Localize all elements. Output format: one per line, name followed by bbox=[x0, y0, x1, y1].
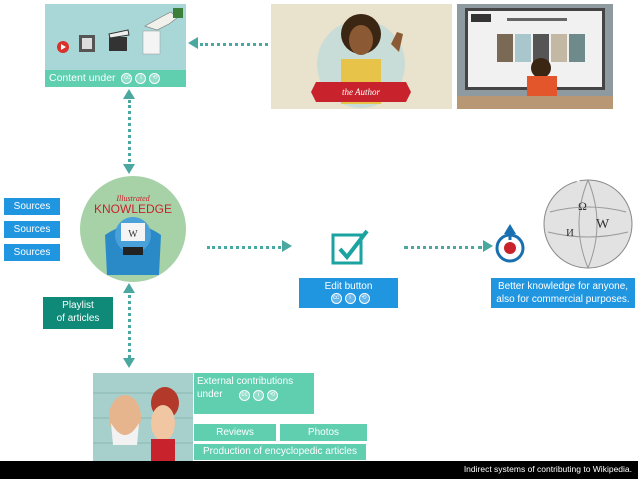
arrow-content-knowledge bbox=[128, 100, 131, 162]
wikipedia-w-icon: W bbox=[128, 229, 138, 240]
production-label: Production of encyclopedic articles bbox=[194, 444, 366, 460]
attribution-icon: i bbox=[135, 72, 147, 84]
sources-label-1: Sources bbox=[4, 198, 60, 215]
attribution-icon: i bbox=[344, 293, 356, 304]
sources-label-2: Sources bbox=[4, 221, 60, 238]
wikipedia-globe-icon: Ω W И bbox=[543, 174, 633, 269]
svg-text:И: И bbox=[566, 227, 574, 239]
media-illustration bbox=[57, 8, 183, 55]
footer-caption: Indirect systems of contributing to Wiki… bbox=[463, 464, 632, 474]
arrow-edit-to-commons bbox=[404, 246, 482, 249]
share-alike-icon: ⟲ bbox=[149, 72, 161, 84]
arrowhead-up bbox=[123, 89, 135, 99]
svg-text:W: W bbox=[596, 217, 610, 232]
arrowhead-down bbox=[123, 164, 135, 174]
knowledge-subtitle: Illustrated bbox=[115, 194, 150, 203]
photos-label: Photos bbox=[280, 424, 367, 441]
share-alike-icon: ⟲ bbox=[267, 389, 278, 401]
screen-panel bbox=[457, 4, 613, 109]
clapper-icon bbox=[109, 37, 127, 51]
arrowhead-left bbox=[188, 37, 198, 49]
arrow-knowledge-to-edit bbox=[207, 246, 281, 249]
creative-commons-icon: cc bbox=[330, 293, 342, 304]
attribution-icon: i bbox=[253, 389, 264, 401]
edit-button-label: Edit button bbox=[324, 281, 373, 292]
content-under-text: Content under bbox=[49, 72, 116, 84]
arrowhead-up-2 bbox=[123, 283, 135, 293]
footer-bar: Indirect systems of contributing to Wiki… bbox=[0, 461, 638, 479]
sources-label-3: Sources bbox=[4, 244, 60, 261]
external-text: External contributions under bbox=[197, 376, 294, 400]
author-panel: the Author bbox=[271, 4, 452, 109]
playlist-label: Playlist of articles bbox=[43, 297, 113, 329]
reviews-label: Reviews bbox=[194, 424, 276, 441]
svg-text:Ω: Ω bbox=[578, 199, 587, 213]
arrowhead-down-2 bbox=[123, 358, 135, 368]
knowledge-logo: Illustrated KNOWLEDGE W bbox=[80, 176, 186, 282]
arrowhead-right bbox=[282, 240, 292, 252]
hand-icon bbox=[144, 11, 178, 31]
arrow-knowledge-external bbox=[128, 290, 131, 358]
arrow-author-to-content bbox=[200, 43, 268, 46]
creative-commons-icon: cc bbox=[239, 389, 250, 401]
paper-icon bbox=[142, 30, 161, 55]
author-banner-text: the Author bbox=[342, 87, 381, 97]
creative-commons-icon: cc bbox=[121, 72, 133, 84]
better-knowledge-label: Better knowledge for anyone, also for co… bbox=[491, 278, 635, 308]
share-alike-icon: ⟲ bbox=[358, 293, 370, 304]
knowledge-title: KNOWLEDGE bbox=[94, 202, 172, 216]
screen-illustration bbox=[457, 8, 613, 109]
external-illustration bbox=[93, 373, 193, 461]
checkmark-icon bbox=[331, 229, 369, 265]
arrowhead-right-2 bbox=[483, 240, 493, 252]
author-illustration: the Author bbox=[311, 14, 411, 108]
wikimedia-commons-icon bbox=[495, 224, 525, 263]
